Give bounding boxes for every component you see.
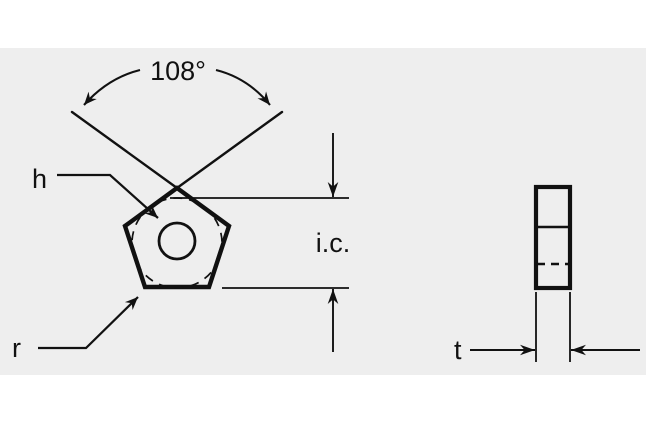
r-leader-line bbox=[38, 296, 139, 350]
angle-label: 108° bbox=[150, 56, 206, 86]
diagram-canvas-background bbox=[0, 48, 646, 375]
side-view-rect bbox=[533, 184, 573, 291]
angle-extension-line-left bbox=[70, 110, 179, 190]
thickness-side-view bbox=[533, 184, 573, 291]
center-hole-circle bbox=[157, 221, 197, 261]
inscribed-circle-dashed bbox=[131, 197, 223, 289]
ic-label: i.c. bbox=[316, 228, 351, 258]
t-dimension-group: t bbox=[454, 292, 640, 365]
r-leader-group: r bbox=[12, 296, 139, 363]
angle-annotation-group: 108° bbox=[70, 56, 284, 190]
angle-arc-left bbox=[83, 68, 141, 106]
h-label: h bbox=[32, 164, 47, 194]
h-leader-line bbox=[57, 173, 159, 219]
angle-extension-line-right bbox=[175, 110, 284, 190]
r-label: r bbox=[12, 333, 21, 363]
angle-arc-right bbox=[215, 68, 271, 106]
t-label: t bbox=[454, 335, 462, 365]
h-leader-group: h bbox=[32, 164, 159, 219]
ic-dimension-group: i.c. bbox=[170, 133, 350, 352]
pentagon-outline bbox=[122, 185, 232, 290]
